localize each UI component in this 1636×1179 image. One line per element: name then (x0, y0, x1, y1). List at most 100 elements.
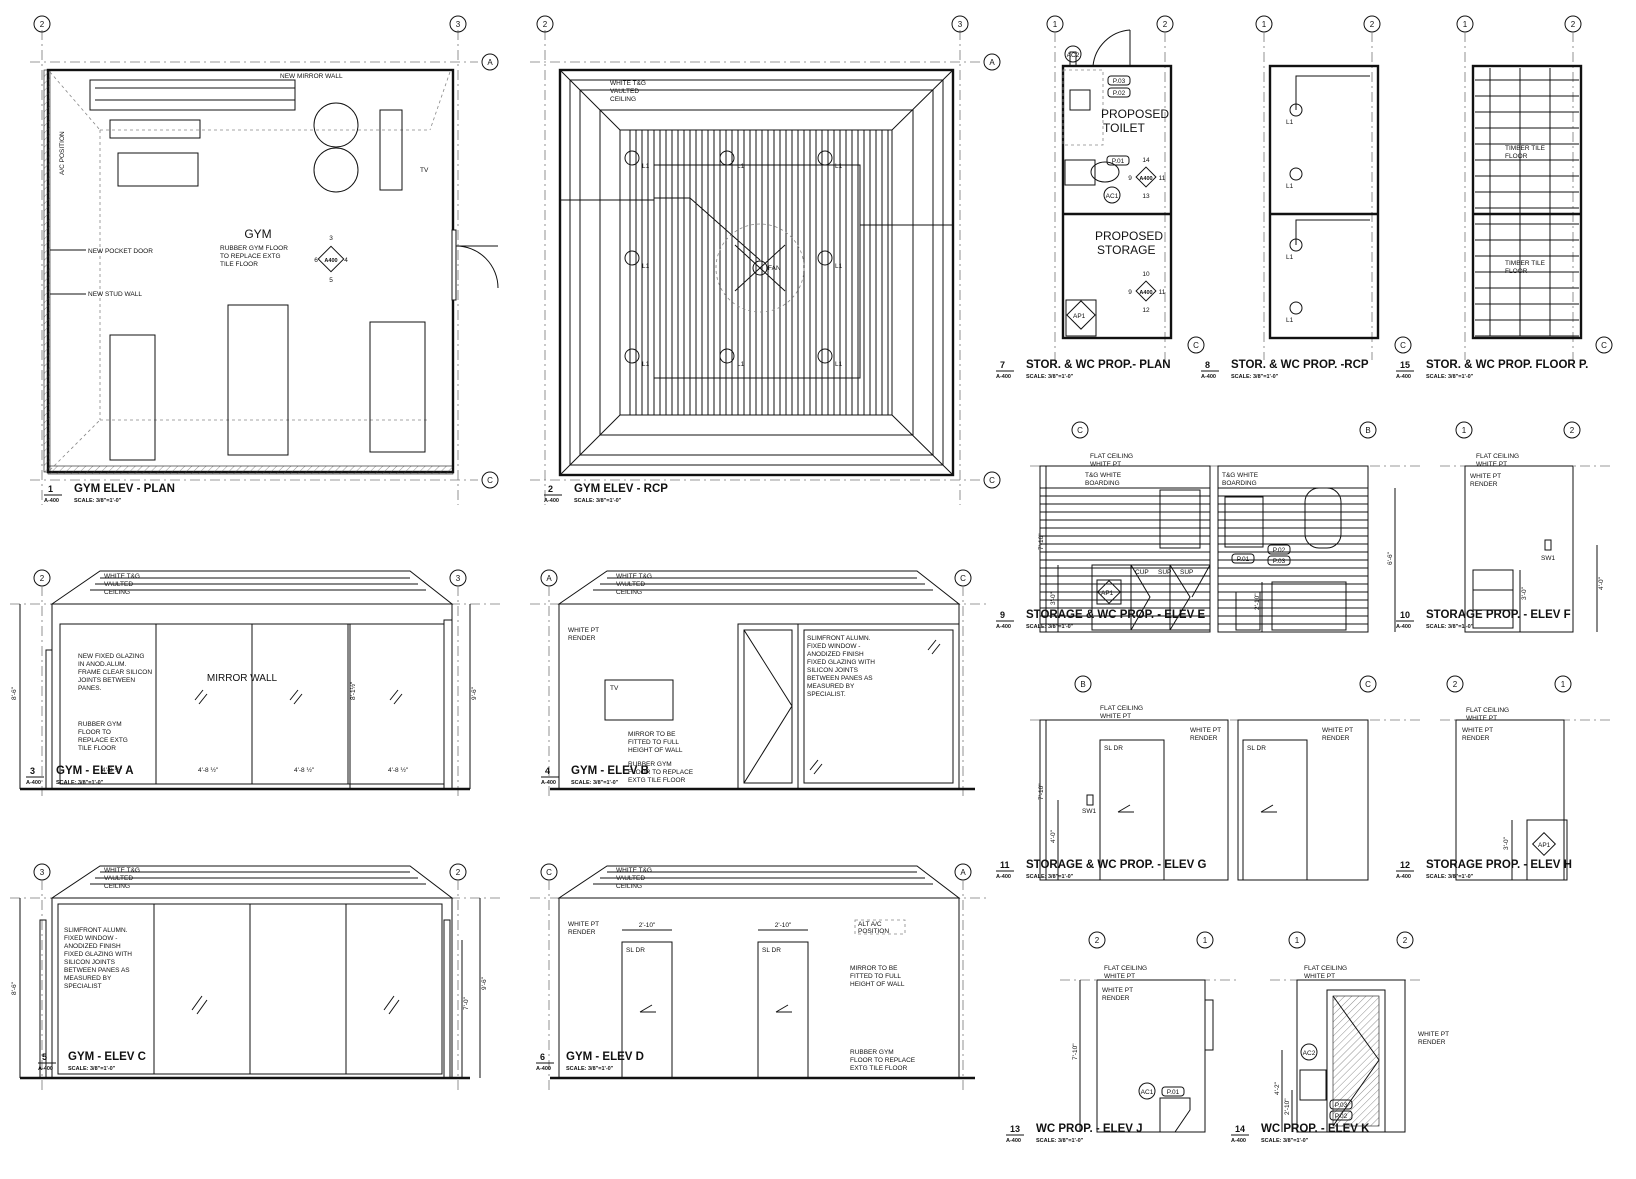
view-elev-h: 2 1 AP1 FLAT CEILING WHITE PT WHITE PT R… (1440, 675, 1610, 881)
svg-text:CUP: CUP (1135, 569, 1149, 576)
svg-text:C: C (1077, 426, 1083, 435)
mirror-panel (347, 623, 445, 785)
svg-text:RENDER: RENDER (1470, 481, 1498, 488)
view-title-text: GYM ELEV - RCP (574, 483, 668, 495)
note: TO REPLACE EXTG (220, 253, 281, 260)
svg-text:2: 2 (40, 574, 45, 583)
mirror-label: MIRROR WALL (207, 673, 278, 684)
tv-icon (604, 679, 674, 721)
view-scale: SCALE: 3/8"=1'-0" (574, 498, 622, 504)
svg-text:TIMBER TILE: TIMBER TILE (1505, 260, 1546, 267)
mirror-panel (251, 623, 349, 785)
svg-text:RENDER: RENDER (1190, 735, 1218, 742)
svg-text:WHITE PT: WHITE PT (568, 921, 599, 928)
svg-text:MIRROR TO BE: MIRROR TO BE (850, 965, 898, 972)
svg-text:VAULTED: VAULTED (616, 581, 645, 588)
svg-text:REPLACE EXTG: REPLACE EXTG (78, 737, 128, 744)
note: WHITE T&G (610, 80, 646, 87)
view-gym-elev-b: A C TV WHITE PT RENDER MIRROR TO BE FITT… (530, 569, 990, 800)
light-fixture-icon (624, 250, 640, 266)
light-fixture-icon (817, 250, 833, 266)
light-label: L1 (737, 163, 745, 170)
gym-ball-icon (313, 102, 359, 148)
grid-label: 3 (456, 20, 461, 29)
light-fixture-icon (624, 150, 640, 166)
svg-text:P.02: P.02 (1335, 1113, 1348, 1120)
svg-text:L1: L1 (1286, 183, 1294, 190)
grid-label: A (487, 58, 493, 67)
glass-door (737, 623, 799, 790)
svg-text:HEIGHT OF WALL: HEIGHT OF WALL (850, 981, 905, 988)
svg-text:4'-8 ½": 4'-8 ½" (388, 766, 409, 774)
svg-text:SLIMFRONT ALUMN.: SLIMFRONT ALUMN. (64, 927, 128, 934)
treadmill-icon (369, 321, 426, 453)
view-number: 12 (1400, 860, 1410, 870)
sheet-ref: A-400 (1396, 874, 1411, 880)
view-number: 7 (1000, 360, 1005, 370)
svg-text:SL DR: SL DR (626, 947, 645, 954)
svg-text:P.01: P.01 (1167, 1089, 1180, 1096)
svg-text:WHITE PT: WHITE PT (1322, 727, 1353, 734)
view-scale: SCALE: 3/8"=1'-0" (56, 780, 104, 786)
view-title-text: GYM - ELEV D (566, 1051, 644, 1063)
svg-text:RENDER: RENDER (1102, 995, 1130, 1002)
view-number: 13 (1010, 1124, 1020, 1134)
svg-text:SLIMFRONT ALUMN.: SLIMFRONT ALUMN. (807, 635, 871, 642)
sheet-ref: A-400 (541, 780, 556, 786)
svg-text:FLOOR TO: FLOOR TO (78, 729, 111, 736)
cupboard (1472, 569, 1514, 629)
grid-label: C (487, 476, 493, 485)
svg-text:4'-0": 4'-0" (1050, 829, 1057, 843)
svg-text:3: 3 (40, 868, 45, 877)
svg-text:FIXED GLAZING WITH: FIXED GLAZING WITH (64, 951, 132, 958)
svg-text:C: C (960, 574, 966, 583)
svg-text:WHITE PT: WHITE PT (1476, 461, 1507, 468)
view-title-text: GYM - ELEV A (56, 765, 134, 777)
svg-text:FLOOR TO REPLACE: FLOOR TO REPLACE (628, 769, 694, 776)
svg-text:4'-2": 4'-2" (1274, 1081, 1281, 1095)
svg-text:SL DR: SL DR (762, 947, 781, 954)
svg-text:3'-0": 3'-0" (1503, 836, 1510, 850)
svg-text:L1: L1 (1286, 317, 1294, 324)
svg-text:RENDER: RENDER (1322, 735, 1350, 742)
svg-text:P.01: P.01 (1112, 158, 1125, 165)
grid-label: 2 (40, 20, 45, 29)
view-number: 4 (545, 766, 550, 776)
svg-text:RUBBER GYM: RUBBER GYM (850, 1049, 894, 1056)
note: A/C POSITION (59, 131, 66, 175)
svg-text:AP1: AP1 (1101, 590, 1114, 597)
svg-text:SILICON JOINTS: SILICON JOINTS (64, 959, 116, 966)
svg-text:VAULTED: VAULTED (104, 875, 133, 882)
svg-text:WHITE PT: WHITE PT (1470, 473, 1501, 480)
view-wc-floor: 1 2 C TIMBER TILE FLOOR TIMBER TILE FLOO… (1456, 15, 1613, 360)
svg-text:CEILING: CEILING (616, 589, 642, 596)
rail-icon (1204, 999, 1214, 1051)
svg-text:P.03: P.03 (1335, 1102, 1348, 1109)
note: NEW STUD WALL (88, 291, 142, 298)
svg-text:4'-8 ½": 4'-8 ½" (198, 766, 219, 774)
svg-text:FLAT CEILING: FLAT CEILING (1100, 705, 1143, 712)
view-number: 2 (548, 484, 553, 494)
room-label: TOILET (1103, 121, 1145, 135)
svg-text:SW1: SW1 (1082, 808, 1096, 815)
svg-text:2: 2 (1571, 20, 1576, 29)
svg-text:1: 1 (1262, 20, 1267, 29)
svg-text:AP1: AP1 (1073, 313, 1086, 320)
view-title-text: WC PROP. - ELEV K (1261, 1123, 1370, 1135)
note: RUBBER GYM FLOOR (220, 245, 288, 252)
svg-text:2: 2 (1163, 20, 1168, 29)
svg-text:B: B (1080, 680, 1085, 689)
view-elev-g: B C SL DR SL DR SW1 FLAT CEILING WHITE P… (1030, 675, 1420, 881)
room-label: GYM (244, 227, 271, 241)
view-title-text: GYM - ELEV C (68, 1051, 146, 1063)
svg-text:3: 3 (329, 235, 333, 242)
svg-text:AC1: AC1 (1141, 1089, 1154, 1096)
note: NEW MIRROR WALL (280, 73, 343, 80)
light-label: L1 (835, 361, 843, 368)
svg-text:P.02: P.02 (1273, 547, 1286, 554)
svg-text:1: 1 (1203, 936, 1208, 945)
